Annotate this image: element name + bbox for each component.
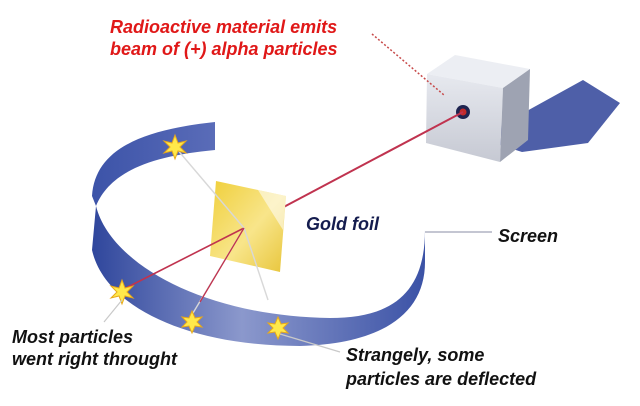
screen-label: Screen [498,226,559,246]
starburst-icon [162,133,188,161]
path-deflect-down-2 [243,227,269,301]
screen-back-band [92,122,215,206]
source-pointer [371,33,445,96]
path-deflect-up [175,147,245,229]
starburst-icon [266,315,290,341]
straight-pointer [103,299,123,323]
gold-foil-label: Gold foil [306,214,379,234]
path-straight [117,227,245,293]
deflected-label-line-1: Strangely, some [346,345,485,365]
straight-label-line-2: went right throught [12,349,177,369]
screen-front-band [92,206,425,346]
box-side [500,69,530,162]
starburst-icon [109,278,135,306]
deflected-label-line-2: particles are deflected [346,369,537,389]
path-deflect-through [199,227,245,303]
crescent-mark [292,230,298,242]
starburst-icon [180,309,204,335]
box-top [427,55,530,88]
straight-label-line-1: Most particles [12,327,134,347]
deflected-pointer [279,333,341,353]
source-label-line-2: beam of (+) alpha particles [110,39,338,59]
source-label-line-1: Radioactive material emits [110,17,338,37]
